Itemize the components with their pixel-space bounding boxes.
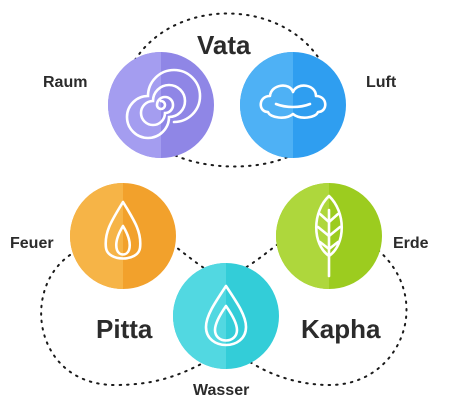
pitta-label: Pitta	[96, 314, 153, 344]
dotted-outlines	[40, 12, 408, 387]
feuer-node	[70, 183, 176, 289]
luft-circle-shade	[240, 52, 293, 158]
pitta-outline	[40, 243, 206, 387]
erde-node	[276, 183, 382, 289]
luft-label: Luft	[366, 74, 397, 91]
raum-node	[108, 52, 214, 158]
feuer-circle-shade	[70, 183, 123, 289]
cloud-icon	[259, 84, 327, 119]
luft-node	[240, 52, 346, 158]
vata-outline	[134, 12, 321, 168]
kapha-label: Kapha	[301, 314, 381, 344]
feuer-label: Feuer	[10, 235, 54, 252]
flame-icon	[104, 200, 142, 260]
wasser-circle-shade	[173, 263, 226, 369]
wasser-label: Wasser	[193, 382, 250, 399]
kapha-outline	[244, 243, 408, 387]
water-drop-icon	[204, 284, 248, 347]
vata-label: Vata	[197, 30, 251, 60]
leaf-icon	[315, 194, 343, 278]
raum-circle-shade	[108, 52, 161, 158]
wasser-node	[173, 263, 279, 369]
erde-label: Erde	[393, 235, 429, 252]
erde-circle-shade	[276, 183, 329, 289]
spiral-icon	[125, 68, 202, 140]
raum-label: Raum	[43, 74, 88, 91]
